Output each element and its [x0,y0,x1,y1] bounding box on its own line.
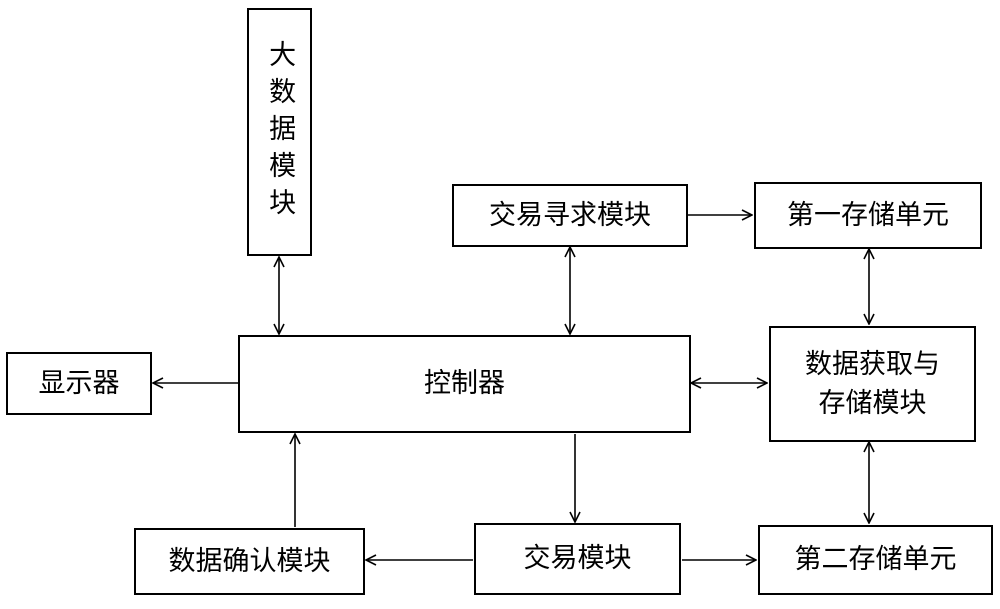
data-confirm-module: 数据确认模块 [134,528,365,595]
trade-module: 交易模块 [474,523,681,595]
first-storage-unit-label: 第一存储单元 [787,199,949,231]
controller-module: 控制器 [238,335,691,433]
first-storage-unit: 第一存储单元 [754,182,982,249]
trade-seek-module-label: 交易寻求模块 [489,199,651,231]
second-storage-unit: 第二存储单元 [758,525,993,595]
data-acquire-storage-module-label: 数据获取与 存储模块 [805,348,940,419]
trade-seek-module: 交易寻求模块 [452,184,688,247]
trade-module-label: 交易模块 [523,543,632,575]
display-module-label: 显示器 [38,367,120,399]
data-confirm-module-label: 数据确认模块 [168,545,331,577]
big-data-module: 大数据模块 [247,8,312,256]
controller-module-label: 控制器 [424,368,505,400]
big-data-module-label: 大数据模块 [264,39,296,225]
data-acquire-storage-module: 数据获取与 存储模块 [769,326,976,442]
second-storage-unit-label: 第二存储单元 [794,544,957,576]
display-module: 显示器 [6,352,152,415]
